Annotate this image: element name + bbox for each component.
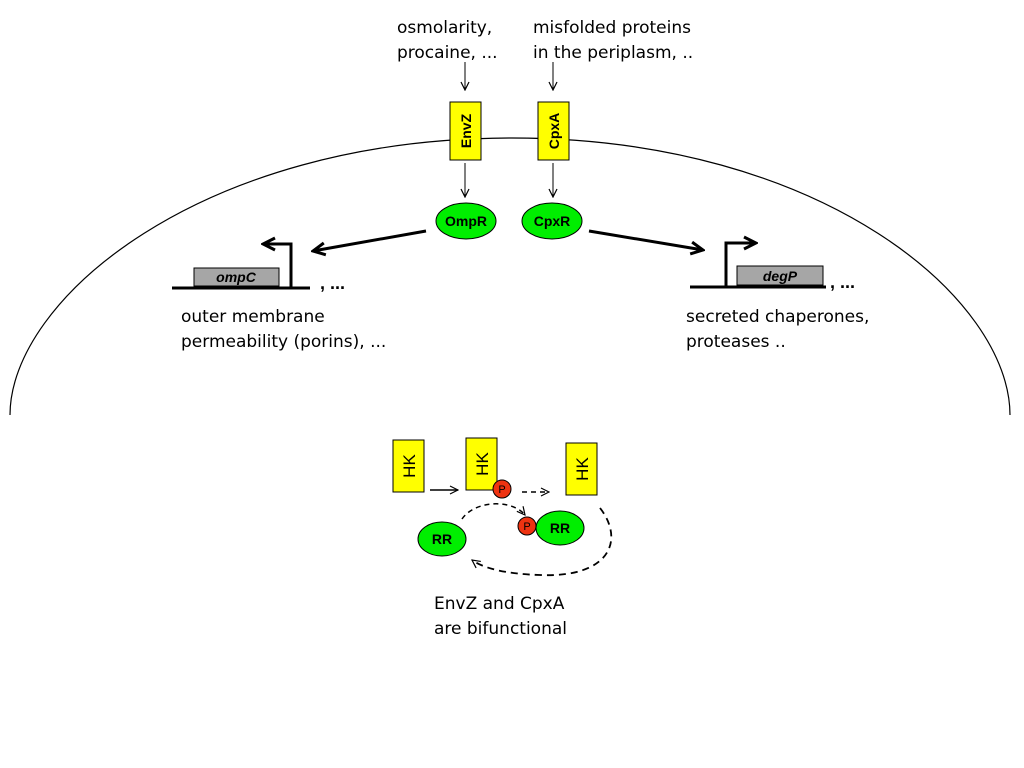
- envz-label: EnvZ: [458, 113, 474, 148]
- rr-phosphorylated-label: RR: [550, 520, 570, 536]
- ompr-label: OmpR: [445, 213, 487, 229]
- envz-box: [449, 101, 482, 161]
- ompc-promoter-arrow: [263, 244, 293, 288]
- right-output-line-2: proteases ..: [686, 332, 786, 352]
- ompr-to-ompc-arrow: [313, 229, 427, 251]
- degp-gene-box: [736, 265, 824, 286]
- rr-unphosphorylated-label: RR: [432, 531, 452, 547]
- degp-promoter-arrow: [724, 243, 756, 287]
- phosphate-on-rr-label: P: [523, 521, 530, 533]
- left-output-line-2: permeability (porins), ...: [181, 332, 386, 352]
- phosphotransfer-arrow: [461, 503, 525, 520]
- hk-box-3: [565, 442, 598, 496]
- right-output-line-1: secreted chaperones,: [686, 307, 869, 327]
- phosphate-on-hk: [492, 479, 512, 499]
- ompr-ellipse: [435, 202, 497, 240]
- cpxr-ellipse: [521, 202, 583, 240]
- cpxr-to-degp-arrow: [588, 229, 703, 250]
- phosphate-on-hk-label: P: [498, 484, 505, 496]
- envz-signal-line-2: procaine, ...: [397, 43, 498, 63]
- degp-more: , ...: [830, 272, 855, 292]
- degp-label: degP: [763, 268, 798, 284]
- ompc-label: ompC: [216, 269, 257, 285]
- dephosphorylation-arrow: [472, 507, 613, 576]
- ompc-more: , ...: [320, 273, 345, 293]
- ompc-gene-box: [193, 267, 280, 287]
- cpxa-label: CpxA: [546, 113, 562, 150]
- hk-label-2: HK: [473, 452, 492, 476]
- rr-unphosphorylated-ellipse: [417, 521, 467, 557]
- caption-line-2: are bifunctional: [434, 619, 567, 639]
- cell-membrane: [9, 137, 1011, 416]
- cpxa-box: [537, 101, 570, 161]
- caption-line-1: EnvZ and CpxA: [434, 594, 565, 614]
- phosphate-on-rr: [517, 516, 537, 536]
- cpxa-signal-line-1: misfolded proteins: [533, 18, 691, 38]
- left-output-line-1: outer membrane: [181, 307, 325, 327]
- hk-label-1: HK: [400, 454, 419, 478]
- cpxa-signal-line-2: in the periplasm, ..: [533, 43, 693, 63]
- hk-label-3: HK: [573, 457, 592, 481]
- hk-box-1: [392, 439, 425, 493]
- envz-signal-line-1: osmolarity,: [397, 18, 492, 38]
- cpxr-label: CpxR: [534, 213, 571, 229]
- hk-box-2: [465, 437, 498, 491]
